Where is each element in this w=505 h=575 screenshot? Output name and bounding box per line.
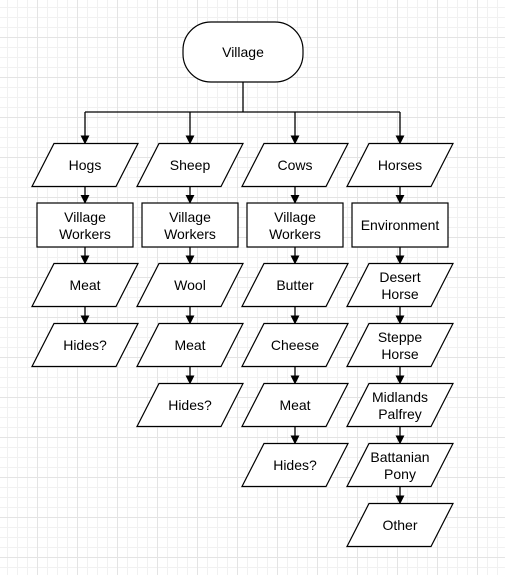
node-label: Wool	[174, 277, 206, 293]
node-label: Village	[222, 44, 264, 60]
node-cows-hides[interactable]: Hides?	[241, 442, 349, 488]
node-sheep-wool[interactable]: Wool	[136, 262, 244, 308]
data-box	[241, 322, 349, 368]
node-cows-meat[interactable]: Meat	[241, 382, 349, 428]
node-cows[interactable]: Cows	[241, 142, 349, 188]
data-box	[346, 382, 454, 428]
data-box	[241, 382, 349, 428]
node-label: Other	[382, 517, 417, 533]
node-hogs[interactable]: Hogs	[31, 142, 139, 188]
data-box	[346, 262, 454, 308]
data-box	[346, 502, 454, 548]
node-cows-butter[interactable]: Butter	[241, 262, 349, 308]
connectors	[80, 82, 405, 505]
node-sheep-hides[interactable]: Hides?	[136, 382, 244, 428]
data-box	[136, 142, 244, 188]
node-label: Environment	[361, 217, 440, 233]
data-box	[136, 322, 244, 368]
process-box	[141, 202, 239, 248]
terminator-box	[182, 21, 304, 83]
data-box	[241, 142, 349, 188]
data-box	[136, 382, 244, 428]
data-box	[31, 322, 139, 368]
node-label: Hides?	[273, 457, 317, 473]
node-label: Meat	[174, 337, 205, 353]
data-box	[136, 262, 244, 308]
node-hogs-meat[interactable]: Meat	[31, 262, 139, 308]
node-label: Butter	[276, 277, 314, 293]
node-label: Hogs	[69, 157, 102, 173]
data-box	[31, 142, 139, 188]
process-box	[36, 202, 134, 248]
node-horses-other[interactable]: Other	[346, 502, 454, 548]
node-label: Hides?	[168, 397, 212, 413]
node-horses-environment[interactable]: Environment	[351, 202, 449, 248]
node-label: Hides?	[63, 337, 107, 353]
data-box	[241, 442, 349, 488]
data-box	[346, 322, 454, 368]
node-sheep[interactable]: Sheep	[136, 142, 244, 188]
node-label: Cheese	[271, 337, 319, 353]
process-box	[351, 202, 449, 248]
node-label: Cows	[277, 157, 312, 173]
node-hogs-hides[interactable]: Hides?	[31, 322, 139, 368]
node-horses[interactable]: Horses	[346, 142, 454, 188]
data-box	[346, 142, 454, 188]
node-label: Meat	[279, 397, 310, 413]
data-box	[241, 262, 349, 308]
node-village[interactable]: Village	[182, 21, 304, 83]
node-label: Meat	[69, 277, 100, 293]
data-box	[346, 442, 454, 488]
process-box	[246, 202, 344, 248]
node-sheep-meat[interactable]: Meat	[136, 322, 244, 368]
data-box	[31, 262, 139, 308]
node-label: Horses	[378, 157, 422, 173]
node-cows-cheese[interactable]: Cheese	[241, 322, 349, 368]
node-label: Sheep	[170, 157, 211, 173]
